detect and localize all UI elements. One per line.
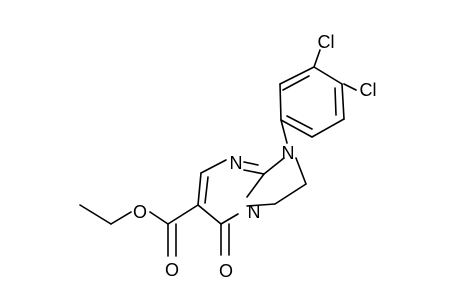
bond-o-ethyl — [110, 211, 132, 225]
atom-cl-top: Cl — [318, 32, 335, 52]
bond-aryl-2 — [279, 83, 282, 121]
bond-ch2-nbridge — [246, 203, 276, 207]
bond-aryl-3 — [280, 119, 313, 138]
bond-aryl-1 — [279, 66, 315, 85]
bond-aryl-5 — [341, 83, 345, 120]
atom-o-ester: O — [133, 202, 147, 222]
bond-cl-top — [313, 49, 321, 68]
bond-ch2-ch2 — [274, 183, 307, 205]
bond-n3-c4 — [200, 159, 227, 174]
bond-c5-ester — [167, 204, 199, 225]
atom-cl-right: Cl — [360, 80, 377, 100]
bond-aryl-3-inner — [286, 115, 313, 130]
atom-o-ketone: O — [219, 261, 233, 281]
bond-c5-c6 — [197, 204, 222, 225]
bond-c2-nbridge — [246, 173, 265, 198]
atom-o-carbonyl-ester: O — [165, 260, 179, 280]
bond-c2-n3-double — [243, 161, 259, 166]
bond-aryl-6 — [313, 66, 343, 85]
bond-ester-o — [149, 211, 169, 225]
bond-c4-c5 — [197, 172, 202, 206]
bond-aryl-n — [280, 119, 288, 144]
bond-aryl-1-inner — [282, 75, 310, 91]
bond-n-ch2 — [295, 157, 307, 185]
atom-n-amine: N — [282, 143, 295, 163]
bond-aryl-5-inner — [334, 87, 337, 116]
bond-ethyl — [79, 204, 112, 225]
bond-c4-c5-double — [204, 176, 209, 204]
bond-cl-right — [343, 83, 357, 91]
bond-aryl-4 — [311, 118, 345, 138]
bond-c2-n3 — [243, 169, 265, 175]
bond-n-c2 — [263, 157, 285, 175]
bond-c6-nbridge — [220, 213, 239, 225]
atom-n-ring: N — [230, 153, 243, 173]
atom-n-bridge: N — [248, 202, 261, 222]
